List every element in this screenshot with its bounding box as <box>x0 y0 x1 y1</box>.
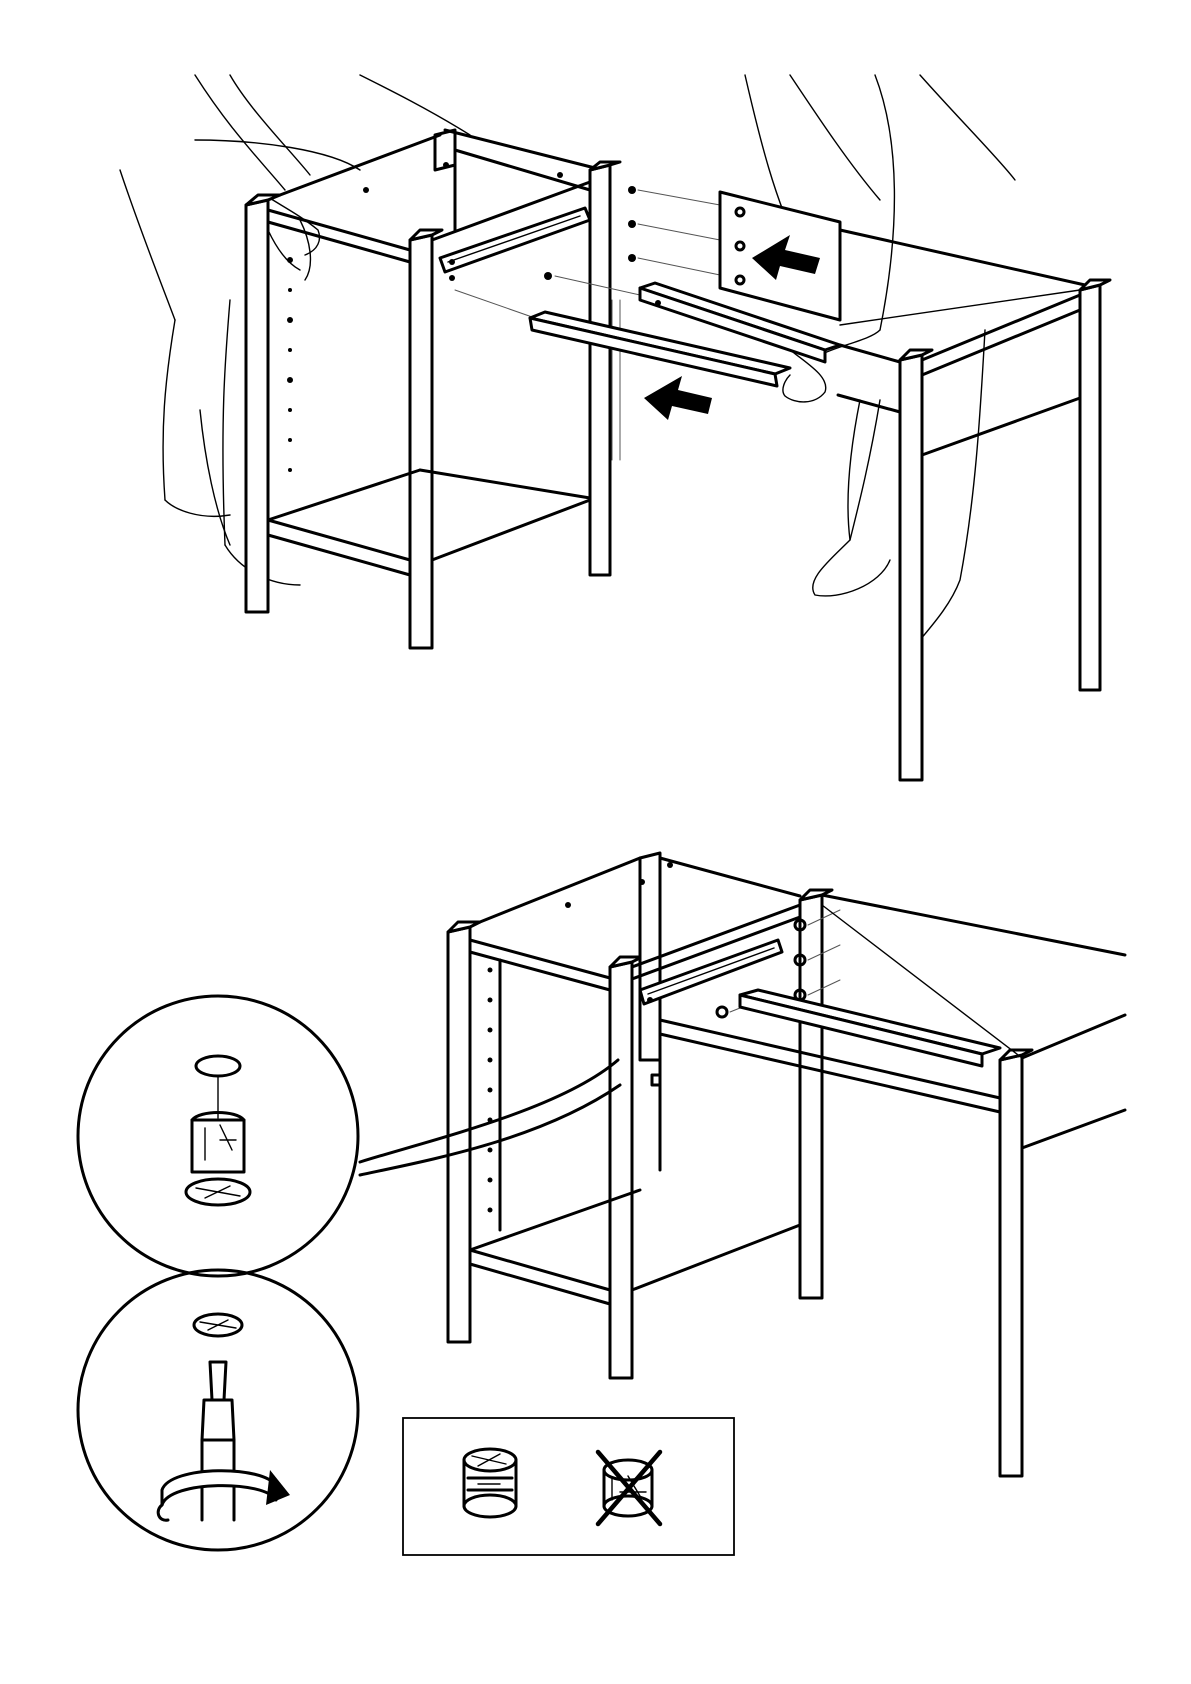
cam-lock-orientation-box <box>403 1418 734 1555</box>
right-table-frame <box>838 230 1110 780</box>
tighten-cam-lock-illustration <box>360 853 1125 1476</box>
left-cabinet-frame <box>246 130 620 648</box>
cam-lock-icon <box>186 1113 250 1206</box>
rotate-clockwise-icon <box>158 1470 290 1520</box>
attach-crossbar-illustration <box>120 75 1110 780</box>
left-arrow <box>644 376 712 420</box>
detail-leader-line <box>360 1060 618 1162</box>
person-right-outline <box>745 75 1015 670</box>
table-frame-attached <box>660 895 1125 1476</box>
screwdriver-icon <box>202 1362 234 1520</box>
cabinet-front-frame <box>448 853 832 1378</box>
cam-lock-screwdriver-detail <box>78 1270 358 1550</box>
cam-lock-insert-detail <box>78 996 358 1276</box>
